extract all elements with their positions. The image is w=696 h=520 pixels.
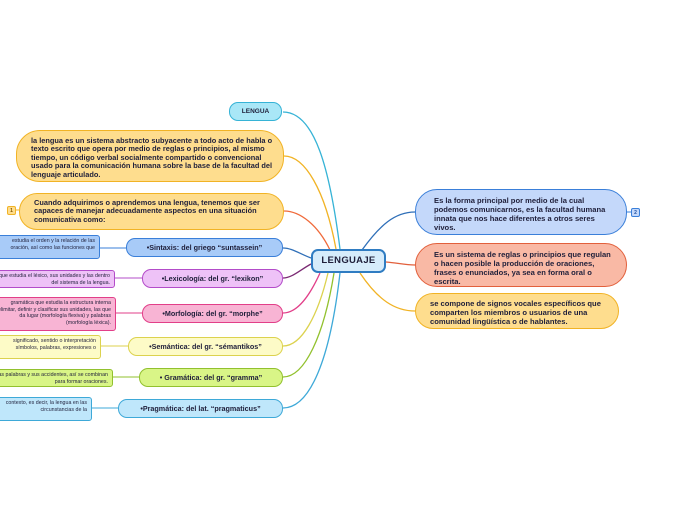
link-center-to-cuando bbox=[283, 210, 331, 251]
collapsed-count-badge-left[interactable]: 1 bbox=[7, 206, 16, 215]
branch-lexicologia[interactable]: •Lexicología: del gr. “lexikon” bbox=[142, 269, 283, 288]
link-center-to-lexicologia bbox=[282, 263, 312, 279]
topic-signos-vocales[interactable]: se compone de signos vocales específicos… bbox=[415, 293, 619, 329]
detail-semantica-text: significado, sentido o interpretación sí… bbox=[12, 338, 96, 351]
collapsed-count-left: 1 bbox=[10, 208, 13, 214]
branch-morfologia[interactable]: •Morfología: del gr. “morphe” bbox=[142, 304, 283, 323]
topic-cuando-adquirimos[interactable]: Cuando adquirimos o aprendemos una lengu… bbox=[19, 193, 284, 230]
topic-definicion-lengua[interactable]: la lengua es un sistema abstracto subyac… bbox=[16, 130, 284, 182]
detail-gramatica-text: las palabras y sus accidentes, así se co… bbox=[0, 372, 108, 385]
topic-signos-vocales-text: se compone de signos vocales específicos… bbox=[430, 299, 601, 326]
branch-gramatica[interactable]: • Gramática: del gr. “gramma” bbox=[139, 368, 283, 387]
detail-pragmatica[interactable]: contexto, es decir, la lengua en las cir… bbox=[0, 397, 92, 421]
collapsed-count-badge-right[interactable]: 2 bbox=[631, 208, 640, 217]
link-center-to-salmon bbox=[385, 261, 416, 266]
branch-pragmatica[interactable]: •Pragmática: del lat. “pragmaticus” bbox=[118, 399, 283, 418]
link-center-to-lengua bbox=[282, 111, 341, 250]
branch-morfologia-label: •Morfología: del gr. “morphe” bbox=[162, 309, 263, 318]
link-center-to-pragmatica bbox=[282, 272, 341, 409]
detail-sintaxis-text: estudia el orden y la relación de las or… bbox=[10, 238, 95, 251]
detail-morfologia[interactable]: gramática que estudia la estructura inte… bbox=[0, 297, 116, 331]
link-center-to-gramatica bbox=[282, 272, 335, 378]
link-center-to-semantica bbox=[282, 272, 329, 347]
topic-sistema-de-reglas-text: Es un sistema de reglas o principios que… bbox=[434, 250, 611, 286]
branch-lexicologia-label: •Lexicología: del gr. “lexikon” bbox=[161, 274, 264, 283]
topic-facultad-humana-text: Es la forma principal por medio de la cu… bbox=[434, 196, 606, 232]
branch-sintaxis-label: •Sintaxis: del griego “suntassein” bbox=[146, 243, 263, 252]
detail-semantica[interactable]: significado, sentido o interpretación sí… bbox=[0, 335, 101, 359]
detail-lexicologia[interactable]: que estudia el léxico, sus unidades y la… bbox=[0, 270, 115, 288]
topic-cuando-adquirimos-text: Cuando adquirimos o aprendemos una lengu… bbox=[34, 198, 260, 224]
central-topic-label: LENGUAJE bbox=[321, 255, 376, 266]
topic-sistema-de-reglas[interactable]: Es un sistema de reglas o principios que… bbox=[415, 243, 627, 287]
detail-morfologia-text: gramática que estudia la estructura inte… bbox=[0, 300, 111, 326]
branch-gramatica-label: • Gramática: del gr. “gramma” bbox=[159, 373, 263, 382]
branch-pragmatica-label: •Pragmática: del lat. “pragmaticus” bbox=[140, 404, 261, 413]
detail-lexicologia-text: que estudia el léxico, sus unidades y la… bbox=[0, 273, 110, 286]
link-center-to-definicion bbox=[283, 155, 337, 250]
link-center-to-morfologia bbox=[282, 272, 321, 314]
branch-semantica-label: •Semántica: del gr. “sémantikos” bbox=[149, 342, 262, 351]
topic-facultad-humana[interactable]: Es la forma principal por medio de la cu… bbox=[415, 189, 627, 235]
collapsed-count-right: 2 bbox=[634, 210, 637, 216]
link-center-to-orange bbox=[359, 272, 416, 312]
topic-definicion-lengua-text: la lengua es un sistema abstracto subyac… bbox=[31, 136, 273, 179]
detail-sintaxis[interactable]: estudia el orden y la relación de las or… bbox=[0, 235, 100, 259]
topic-lengua[interactable]: LENGUA bbox=[229, 102, 282, 121]
link-center-to-blue bbox=[361, 211, 416, 251]
topic-lengua-label: LENGUA bbox=[241, 108, 270, 115]
link-center-to-sintaxis bbox=[282, 247, 312, 259]
detail-gramatica[interactable]: las palabras y sus accidentes, así se co… bbox=[0, 369, 113, 387]
branch-semantica[interactable]: •Semántica: del gr. “sémantikos” bbox=[128, 337, 283, 356]
central-topic-lenguaje[interactable]: LENGUAJE bbox=[311, 249, 386, 273]
detail-pragmatica-text: contexto, es decir, la lengua en las cir… bbox=[5, 400, 87, 413]
branch-sintaxis[interactable]: •Sintaxis: del griego “suntassein” bbox=[126, 238, 283, 257]
